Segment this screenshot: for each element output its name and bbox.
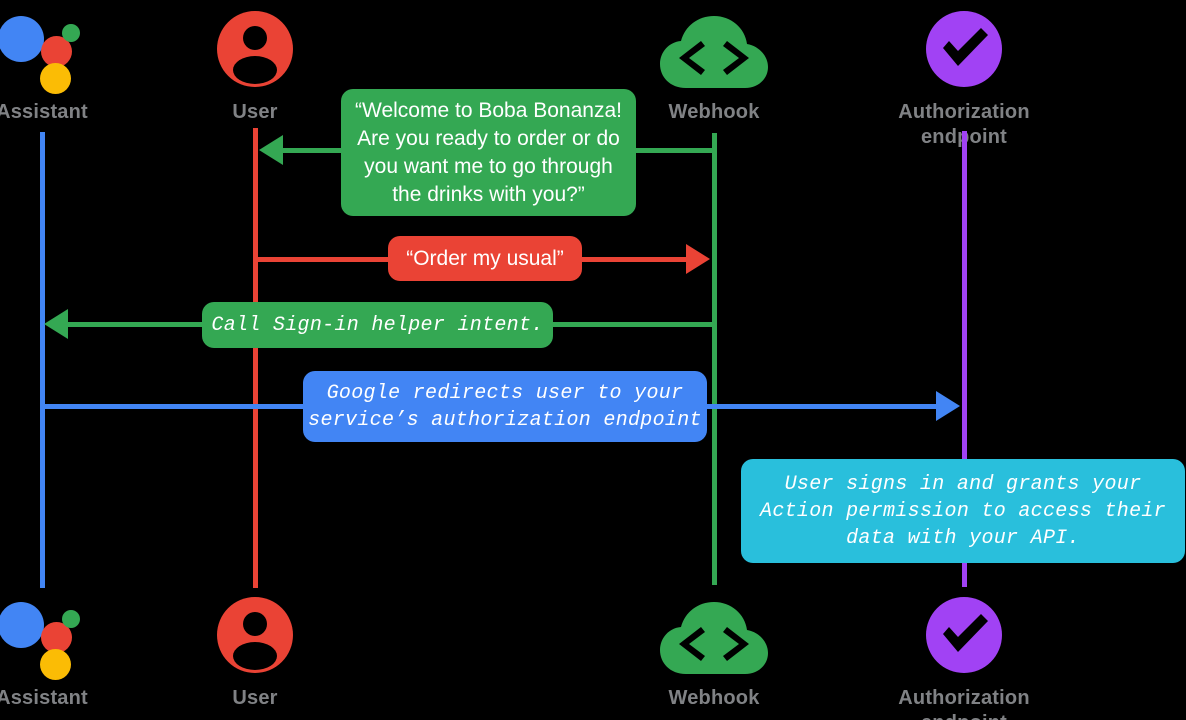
google-assistant-icon	[0, 8, 132, 100]
user-avatar-icon	[165, 594, 345, 686]
actor-label-webhook: Webhook	[668, 687, 760, 709]
assistant-dot-blue	[0, 16, 44, 62]
actor-label-assistant: Assistant	[0, 101, 88, 123]
message-bubble-signin: Call Sign-in helper intent.	[202, 302, 553, 348]
actor-label-webhook: Webhook	[668, 101, 760, 123]
cloud-code-icon	[624, 594, 804, 686]
assistant-dot-yellow	[40, 649, 71, 680]
lifeline-auth	[962, 131, 967, 587]
message-bubble-redirect: Google redirects user to your service’s …	[303, 371, 707, 442]
actor-label-auth: Authorization endpoint	[898, 687, 1030, 720]
actor-user-bottom: User	[165, 594, 345, 711]
arrowhead-welcome	[259, 135, 283, 165]
arrowhead-redirect	[936, 391, 960, 421]
actor-label-assistant: Assistant	[0, 687, 88, 709]
message-bubble-order: “Order my usual”	[388, 236, 582, 281]
actor-assistant-bottom: Assistant	[0, 594, 132, 711]
actor-webhook-bottom: Webhook	[624, 594, 804, 711]
actor-webhook-top: Webhook	[624, 8, 804, 125]
assistant-dot-green	[62, 24, 80, 42]
actor-assistant-top: Assistant	[0, 8, 132, 125]
user-avatar-icon	[165, 8, 345, 100]
cloud-code-icon	[624, 8, 804, 100]
actor-label-auth: Authorization endpoint	[898, 101, 1030, 148]
actor-label-user: User	[232, 687, 278, 709]
actor-user-top: User	[165, 8, 345, 125]
actor-auth-top: Authorization endpoint	[874, 8, 1054, 150]
lifeline-assistant	[40, 132, 45, 588]
actor-label-user: User	[232, 101, 278, 123]
actor-auth-bottom: Authorization endpoint	[874, 594, 1054, 720]
purple-check-icon	[874, 594, 1054, 686]
assistant-dot-green	[62, 610, 80, 628]
google-assistant-icon	[0, 594, 132, 686]
arrowhead-signin	[44, 309, 68, 339]
lifeline-user	[253, 128, 258, 588]
lifeline-webhook	[712, 133, 717, 585]
assistant-dot-blue	[0, 602, 44, 648]
message-bubble-grant-permission: User signs in and grants your Action per…	[741, 459, 1185, 563]
message-bubble-welcome: “Welcome to Boba Bonanza! Are you ready …	[341, 89, 636, 216]
assistant-dot-yellow	[40, 63, 71, 94]
arrowhead-order	[686, 244, 710, 274]
purple-check-icon	[874, 8, 1054, 100]
